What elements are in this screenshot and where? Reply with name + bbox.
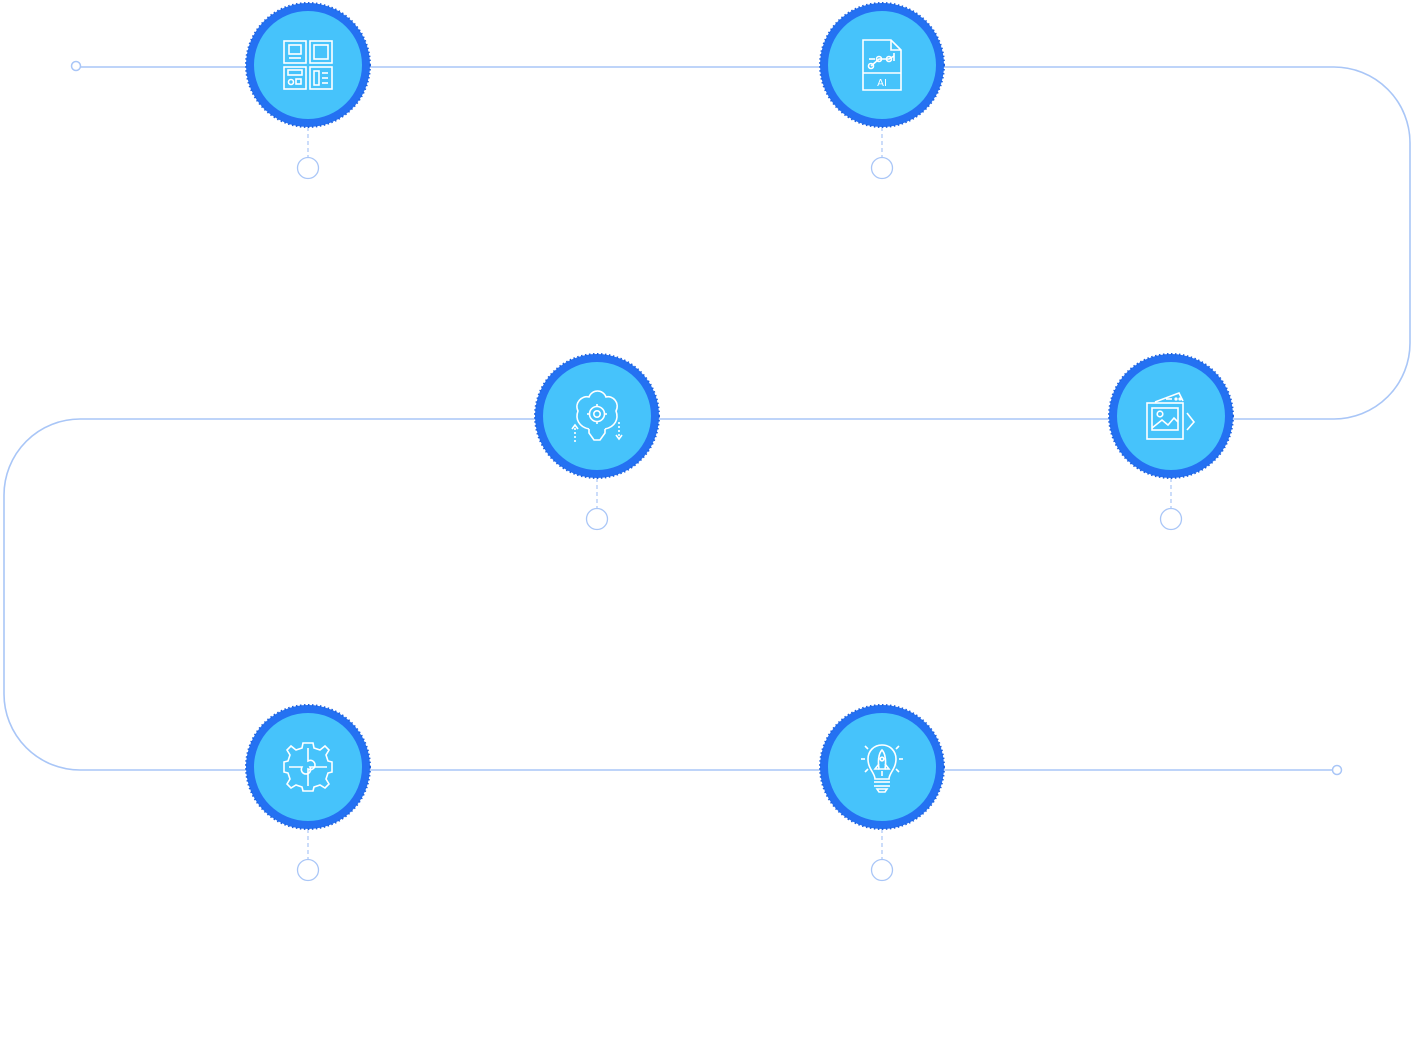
- step-node-1[interactable]: [245, 2, 371, 180]
- step-node-4[interactable]: [534, 353, 660, 531]
- step-marker: [1159, 507, 1183, 531]
- step-node-2[interactable]: AI: [819, 2, 945, 180]
- step-marker: [585, 507, 609, 531]
- timeline-path: [3, 66, 1411, 771]
- step-marker: [296, 156, 320, 180]
- step-marker: [870, 858, 894, 882]
- step-marker: [870, 156, 894, 180]
- step-disc: [254, 713, 362, 821]
- timeline-end-dot: [1331, 764, 1343, 776]
- brain-gear-icon: [571, 390, 623, 442]
- ai-file-icon: AI: [862, 39, 902, 91]
- step-disc: [1117, 362, 1225, 470]
- step-node-3[interactable]: [1108, 353, 1234, 531]
- lightbulb-rocket-icon: [861, 744, 903, 793]
- step-marker: [296, 858, 320, 882]
- step-disc: [254, 11, 362, 119]
- timeline-start-dot: [70, 60, 82, 72]
- image-gallery-icon: [1146, 391, 1196, 440]
- step-node-6[interactable]: [819, 704, 945, 882]
- step-node-5[interactable]: [245, 704, 371, 882]
- step-disc: [828, 11, 936, 119]
- step-disc: [543, 362, 651, 470]
- puzzle-gear-icon: [283, 742, 333, 792]
- layout-grid-icon: [283, 40, 333, 90]
- step-disc: [828, 713, 936, 821]
- ai-file-label: AI: [877, 78, 887, 89]
